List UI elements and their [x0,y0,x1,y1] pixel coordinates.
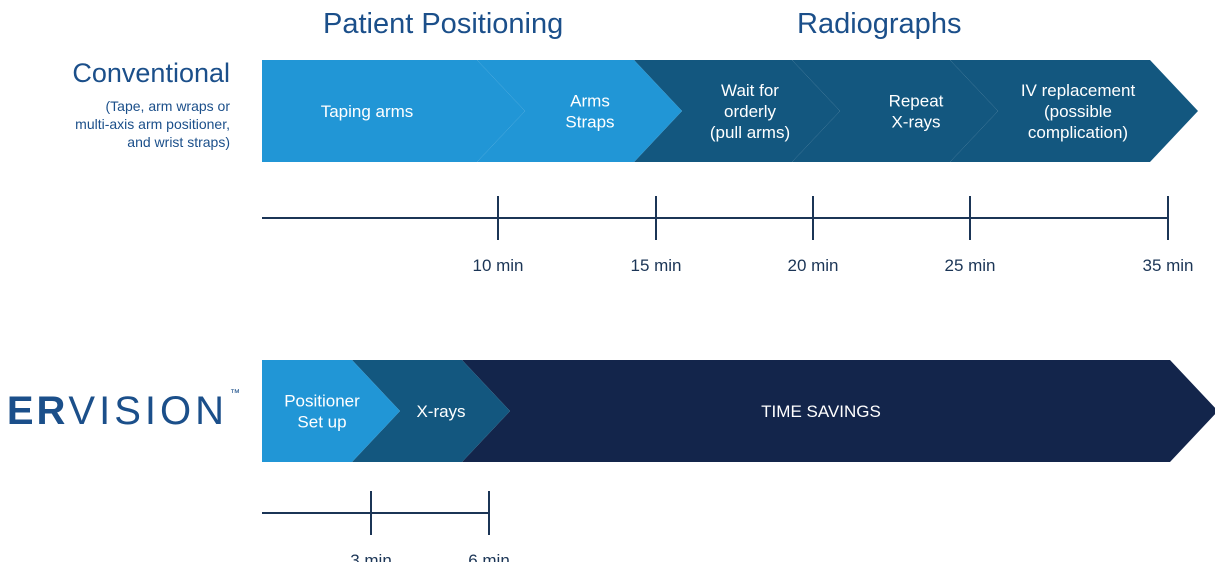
new-method-segment-label: TIME SAVINGS [761,402,881,421]
conventional-segment [950,60,1198,162]
conventional-segment-label: Taping arms [321,102,414,121]
conventional-segment-label: Straps [565,113,614,132]
conventional-subtitle-line: multi-axis arm positioner, [75,116,230,132]
new-method-axis-tick-label: 6 min [468,551,510,562]
conventional-segment-label: complication) [1028,123,1128,142]
conventional-segment-label: Arms [570,92,610,111]
conventional-subtitle: (Tape, arm wraps or multi-axis arm posit… [0,97,230,151]
conventional-axis-tick-label: 25 min [944,256,995,275]
conventional-segment-label: Wait for [721,81,779,100]
conventional-segment [262,60,525,162]
conventional-segment [634,60,840,162]
conventional-segment [477,60,682,162]
phase-title-radiographs: Radiographs [797,8,962,40]
new-method-axis-tick-label: 3 min [350,551,392,562]
conventional-subtitle-line: (Tape, arm wraps or [105,98,230,114]
conventional-axis-tick-label: 10 min [472,256,523,275]
conventional-subtitle-line: and wrist straps) [127,134,230,150]
new-method-segment-label: Set up [297,413,346,432]
conventional-axis-tick-label: 15 min [630,256,681,275]
trademark-mark: ™ [230,388,240,399]
new-method-segment [462,360,1215,462]
conventional-axis-tick-label: 35 min [1142,256,1193,275]
conventional-segment-label: Repeat [889,92,944,111]
conventional-segment-label: X-rays [891,113,940,132]
conventional-axis-tick-label: 20 min [787,256,838,275]
new-method-segment [262,360,400,462]
brand-logo-bold: ER [6,389,69,433]
new-method-segment-label: Positioner [284,392,360,411]
new-method-segment [352,360,510,462]
brand-logo-rest: VISION [68,389,228,433]
conventional-title: Conventional [72,58,230,88]
conventional-segment-label: (pull arms) [710,123,790,142]
conventional-segment-label: IV replacement [1021,81,1136,100]
conventional-segment-label: orderly [724,102,776,121]
conventional-segment [792,60,998,162]
new-method-segment-label: X-rays [416,402,465,421]
phase-title-patient-positioning: Patient Positioning [323,8,564,40]
conventional-segment-label: (possible [1044,102,1112,121]
